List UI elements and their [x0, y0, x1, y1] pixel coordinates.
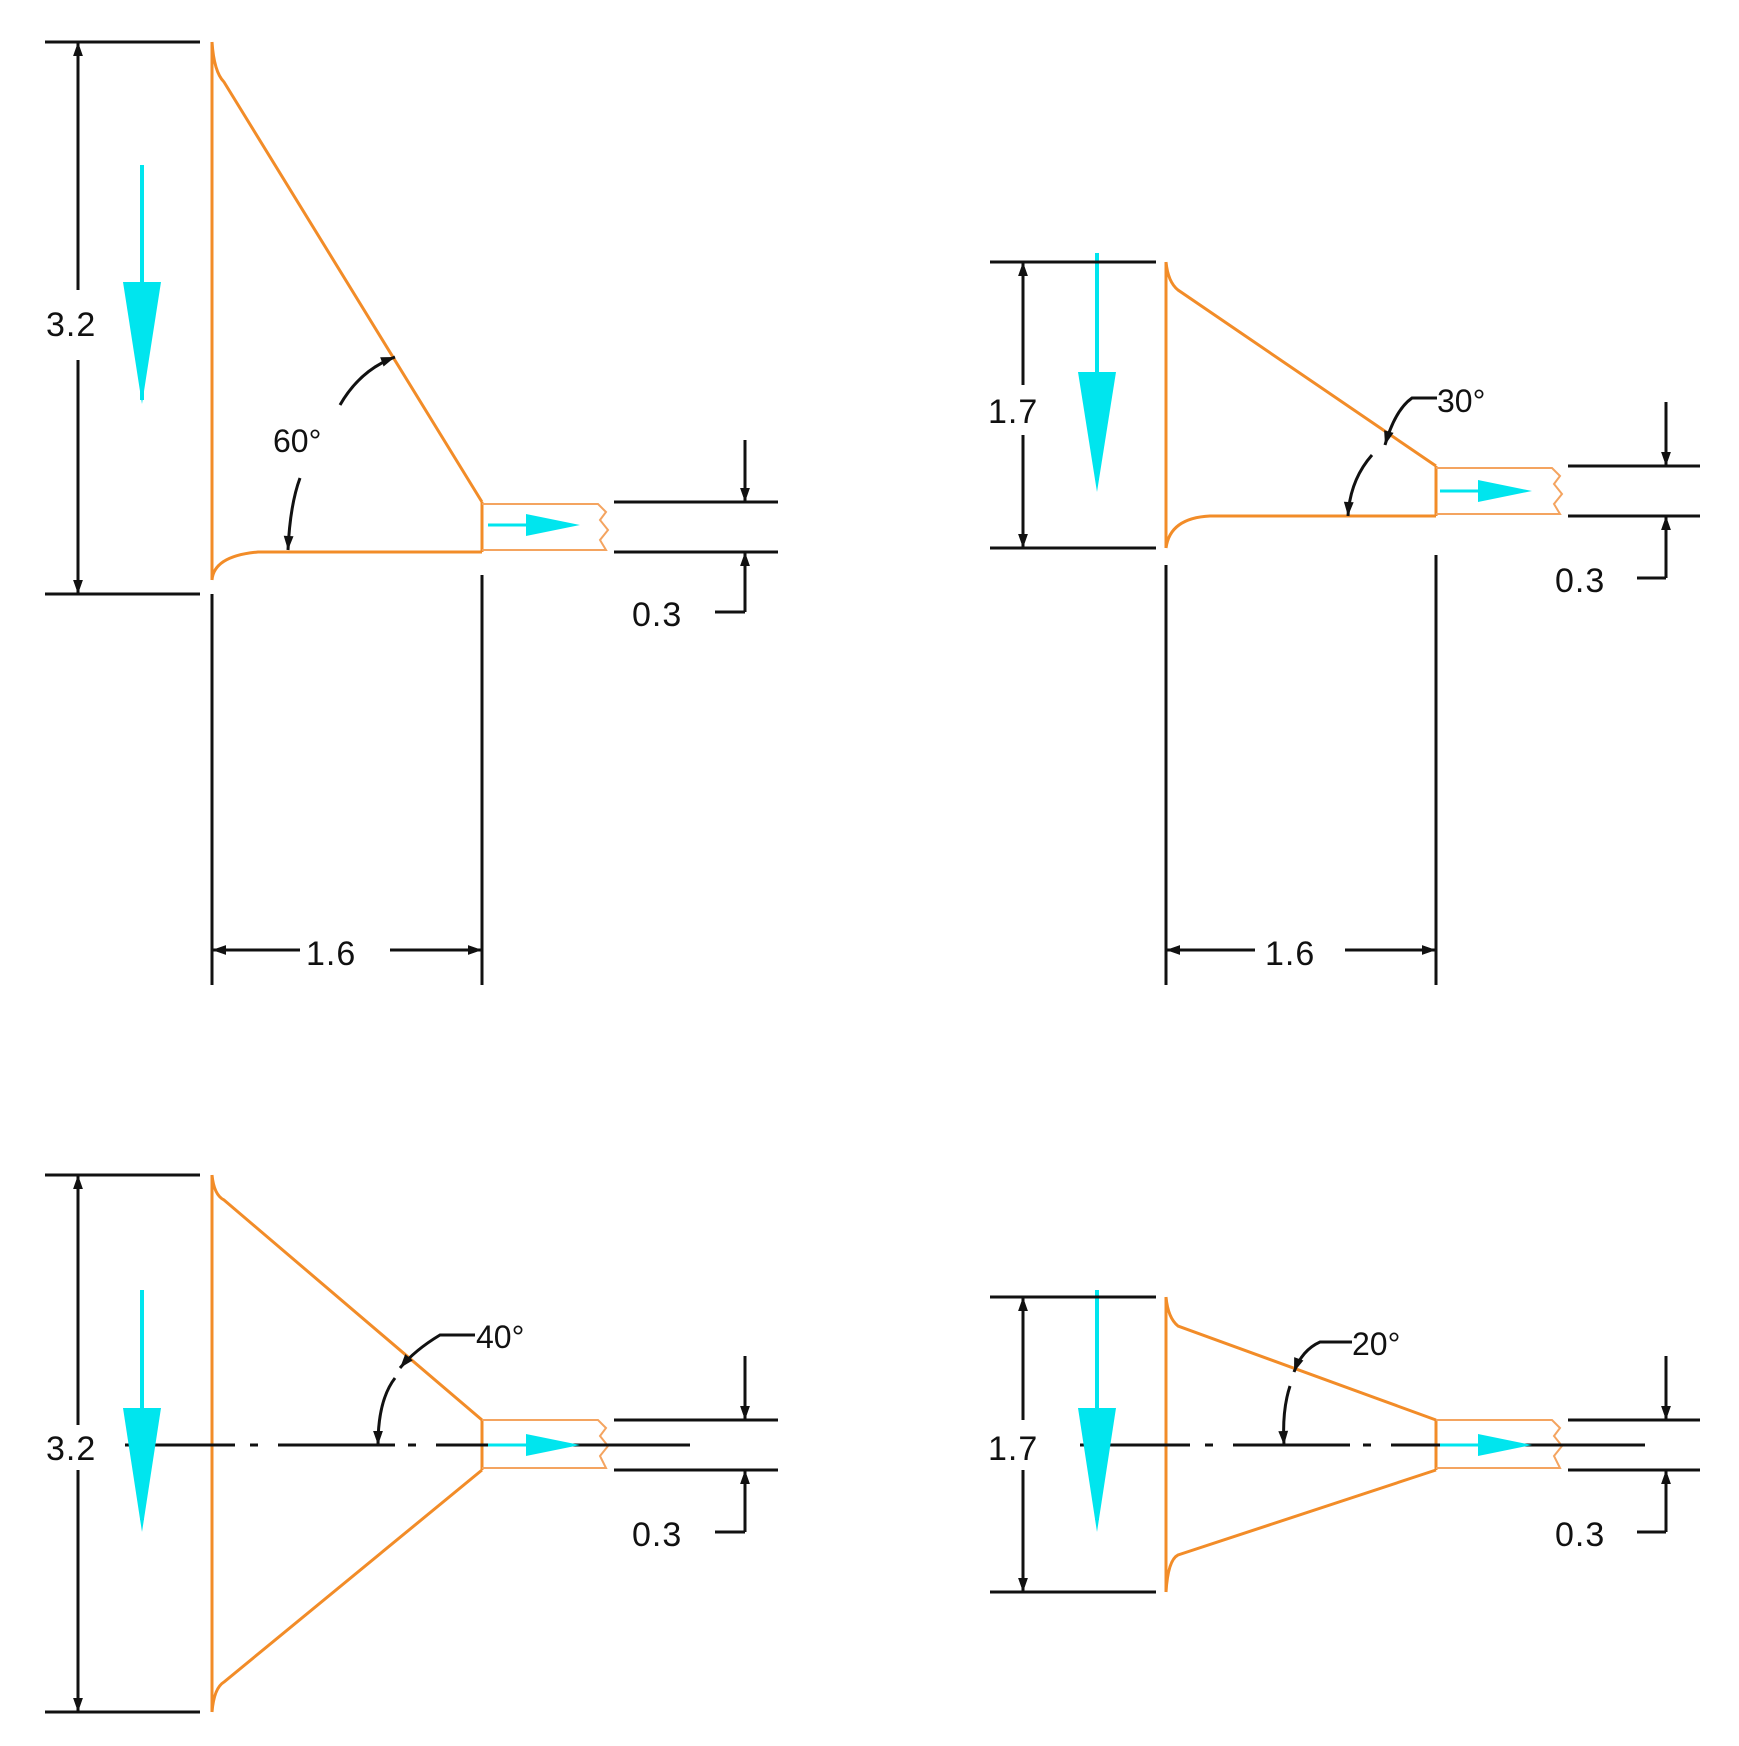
height-label: 3.2: [46, 1430, 96, 1468]
diagram-bottom-left: 3.2 0.3 40°: [45, 1173, 778, 1714]
nozzle-outline: [210, 41, 484, 581]
flow-arrow-inlet: [123, 165, 161, 404]
outlet-tube: [482, 503, 610, 551]
outlet-label: 0.3: [632, 596, 682, 634]
angle-label: 60°: [273, 423, 321, 459]
length-dimension: [1164, 555, 1438, 985]
diagram-top-left: 3.2 1.6 0.3 60°: [45, 40, 778, 985]
outlet-tube: [482, 1419, 610, 1469]
diagram-bottom-right: 1.7 0.3 20°: [988, 1290, 1700, 1594]
angle-dimension: [1343, 396, 1437, 517]
height-label: 1.7: [988, 1430, 1038, 1468]
flow-arrow-inlet: [1078, 1290, 1116, 1532]
outlet-label: 0.3: [1555, 1516, 1605, 1554]
outlet-dimension: [1568, 1356, 1700, 1534]
flow-arrow-inlet: [123, 1290, 161, 1532]
height-dimension: [990, 260, 1156, 550]
length-label: 1.6: [1265, 935, 1315, 973]
diagram-top-right: 1.7 1.6 0.3 30°: [988, 253, 1700, 985]
outlet-label: 0.3: [1555, 562, 1605, 600]
height-dimension: [990, 1295, 1156, 1594]
height-label: 3.2: [46, 306, 96, 344]
angle-dimension: [373, 1333, 475, 1446]
flow-arrow-outlet: [488, 1434, 580, 1456]
angle-label: 40°: [476, 1319, 524, 1355]
angle-dimension: [283, 355, 396, 551]
height-dimension: [45, 1173, 200, 1714]
angle-label: 30°: [1437, 383, 1485, 419]
height-label: 1.7: [988, 393, 1038, 431]
outlet-dimension: [614, 440, 778, 614]
length-label: 1.6: [306, 935, 356, 973]
angle-label: 20°: [1352, 1326, 1400, 1362]
flow-arrow-inlet: [1078, 253, 1116, 492]
nozzle-outline: [1164, 261, 1438, 549]
outlet-tube: [1436, 1419, 1564, 1469]
angle-dimension: [1278, 1340, 1352, 1446]
flow-arrow-outlet: [1440, 1434, 1532, 1456]
outlet-tube: [1436, 467, 1564, 515]
outlet-dimension: [614, 1356, 778, 1534]
height-dimension: [45, 40, 200, 596]
length-dimension: [210, 575, 484, 985]
outlet-label: 0.3: [632, 1516, 682, 1554]
flow-arrow-outlet: [488, 514, 580, 536]
flow-arrow-outlet: [1440, 480, 1532, 502]
outlet-dimension: [1568, 402, 1700, 580]
